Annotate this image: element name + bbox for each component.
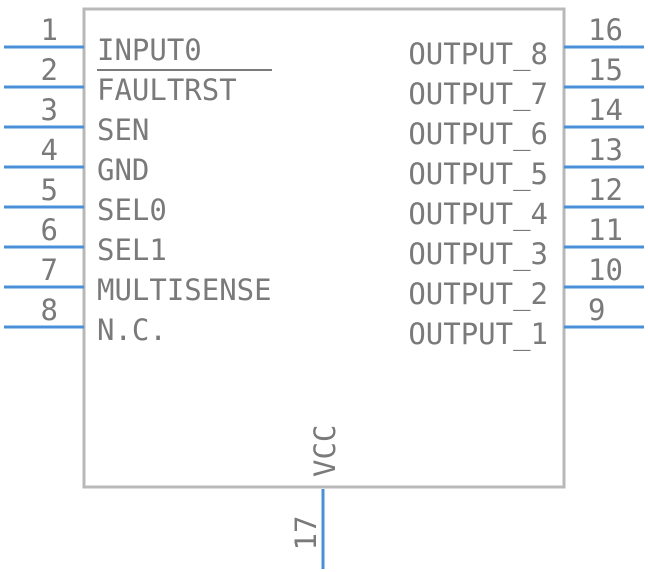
pin-4-number: 4 [41,133,58,167]
pin-3-number: 3 [41,93,58,127]
pin-7-number: 7 [41,253,58,287]
pin-2-number: 2 [41,53,58,87]
pin-7-label: MULTISENSE [97,273,272,307]
pin-9-label: OUTPUT_1 [408,317,548,352]
pin-2-label: FAULTRST [97,73,237,107]
pin-14-label: OUTPUT_6 [408,117,548,152]
component-body [82,7,566,489]
pin-13-number: 13 [588,133,623,167]
pin-11-number: 11 [588,213,623,247]
pin-8-number: 8 [41,293,58,327]
pin-3-label: SEN [97,113,149,147]
right-pin-numbers: 16 15 14 13 12 11 10 9 [588,13,623,327]
pin-13-label: OUTPUT_5 [408,157,548,192]
pin-16-label: OUTPUT_8 [408,37,548,72]
pin-16-number: 16 [588,13,623,47]
pin-11-label: OUTPUT_3 [408,237,548,272]
pin-1-number: 1 [41,13,58,47]
pin-6-number: 6 [41,213,58,247]
pin-10-number: 10 [588,253,623,287]
left-pin-numbers: 1 2 3 4 5 6 7 8 [41,13,58,327]
pin-5-number: 5 [41,173,58,207]
pin-12-number: 12 [588,173,623,207]
pin-5-label: SEL0 [97,193,167,227]
pin-17-number: 17 [289,516,323,551]
left-pins [4,45,84,329]
pin-15-number: 15 [588,53,623,87]
pin-8-label: N.C. [97,313,167,347]
pin-1-label: INPUT0 [97,33,202,67]
left-pin-labels: INPUT0 FAULTRST SEN GND SEL0 SEL1 MULTIS… [97,33,272,347]
pin-4-label: GND [97,153,149,187]
pin-15-label: OUTPUT_7 [408,77,548,112]
pin-14-number: 14 [588,93,623,127]
pin-9-number: 9 [588,293,605,327]
pin-17-label: VCC [308,425,342,477]
pin-12-label: OUTPUT_4 [408,197,548,232]
pin-6-label: SEL1 [97,233,167,267]
right-pins [564,45,644,329]
right-pin-labels: OUTPUT_8 OUTPUT_7 OUTPUT_6 OUTPUT_5 OUTP… [408,37,548,352]
pin-10-label: OUTPUT_2 [408,277,548,312]
